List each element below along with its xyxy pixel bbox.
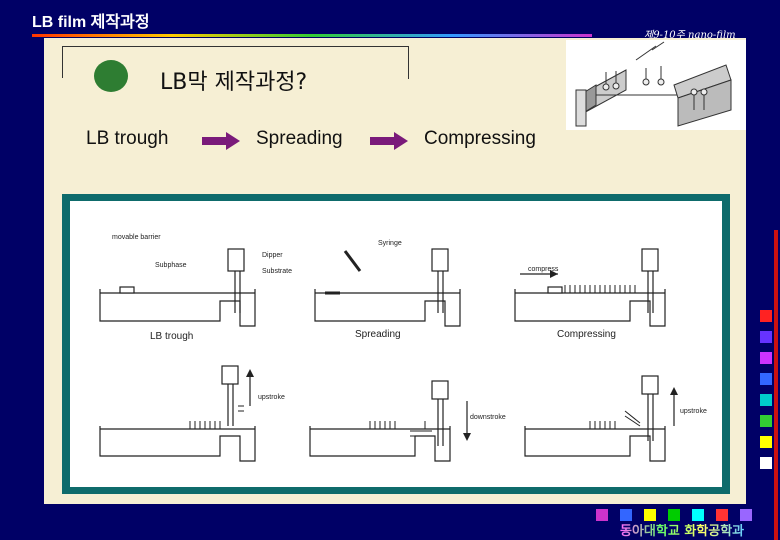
university-label: 동아대학교 화학공학과 <box>620 520 744 539</box>
label-compress: compress <box>528 266 559 273</box>
arrow-right-icon <box>202 132 240 150</box>
window-title: LB film 제작과정 <box>32 14 150 31</box>
label-upstroke-1: upstroke <box>258 394 285 401</box>
label-downstroke: downstroke <box>470 414 506 421</box>
label-dipper: Dipper <box>262 252 283 259</box>
arrow-right-icon <box>370 132 408 150</box>
title-frame <box>62 46 409 79</box>
step-compressing: Compressing <box>424 128 536 149</box>
color-square <box>760 310 772 322</box>
bullet-circle <box>94 60 128 92</box>
color-square <box>760 415 772 427</box>
label-lb-trough: LB trough <box>150 331 193 342</box>
label-upstroke-2: upstroke <box>680 408 707 415</box>
slide-heading: LB막 제작과정? <box>160 70 308 95</box>
lb-process-diagram: movable barrier Subphase Dipper Substrat… <box>99 234 707 462</box>
side-color-squares <box>760 310 776 478</box>
label-syringe: Syringe <box>378 240 402 247</box>
footer-color-squares <box>596 506 776 521</box>
color-square <box>760 331 772 343</box>
color-square <box>760 373 772 385</box>
color-square <box>760 436 772 448</box>
lb-illustration <box>566 40 746 130</box>
label-spreading: Spreading <box>355 329 401 340</box>
label-substrate: Substrate <box>262 268 292 275</box>
color-square <box>760 352 772 364</box>
title-frame-left <box>62 46 63 78</box>
label-subphase: Subphase <box>155 262 187 269</box>
color-square <box>760 394 772 406</box>
color-square <box>760 457 772 469</box>
step-lb-trough: LB trough <box>86 128 169 149</box>
label-movable-barrier: movable barrier <box>112 234 161 241</box>
university-text: 동아대학교 화학공학과 <box>620 524 745 539</box>
side-stripe <box>774 230 778 540</box>
lecture-label: 제9-10주 nano-film <box>644 30 736 41</box>
step-spreading: Spreading <box>256 128 343 149</box>
title-underline <box>32 34 592 37</box>
diagram-area <box>70 201 722 487</box>
label-compressing: Compressing <box>557 329 616 340</box>
footer-squares-graphic <box>596 509 752 521</box>
